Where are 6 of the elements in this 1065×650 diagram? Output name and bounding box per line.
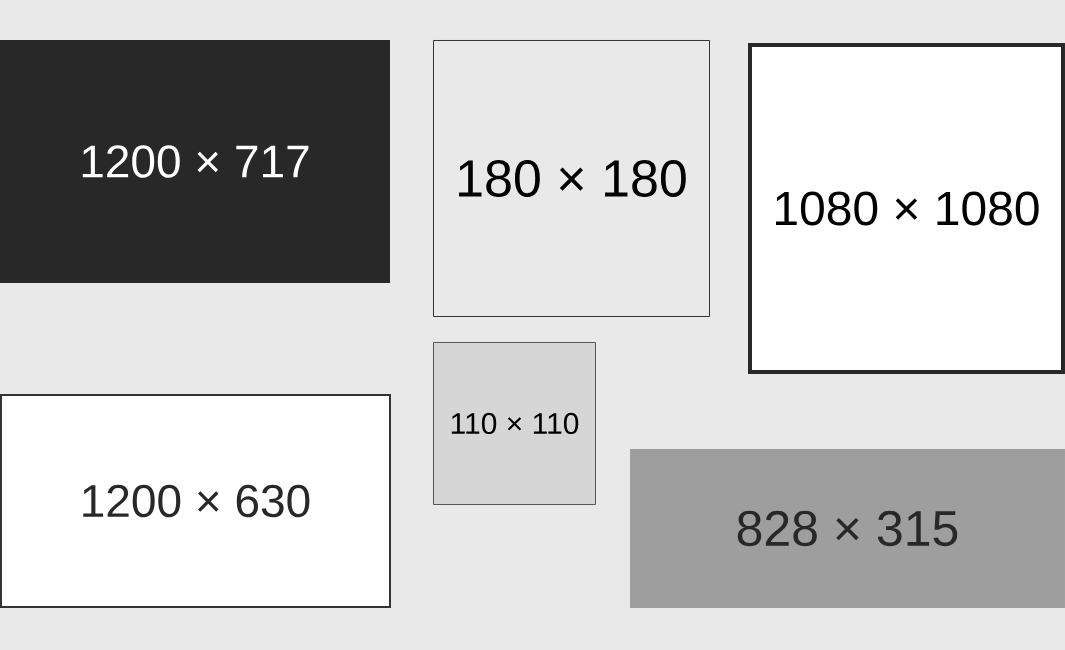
size-box: 110 × 110 — [433, 342, 596, 505]
size-box: 180 × 180 — [433, 40, 710, 317]
size-box: 1080 × 1080 — [748, 43, 1065, 374]
size-box: 1200 × 630 — [0, 394, 391, 608]
size-box: 828 × 315 — [630, 449, 1065, 608]
size-box: 1200 × 717 — [0, 40, 390, 283]
